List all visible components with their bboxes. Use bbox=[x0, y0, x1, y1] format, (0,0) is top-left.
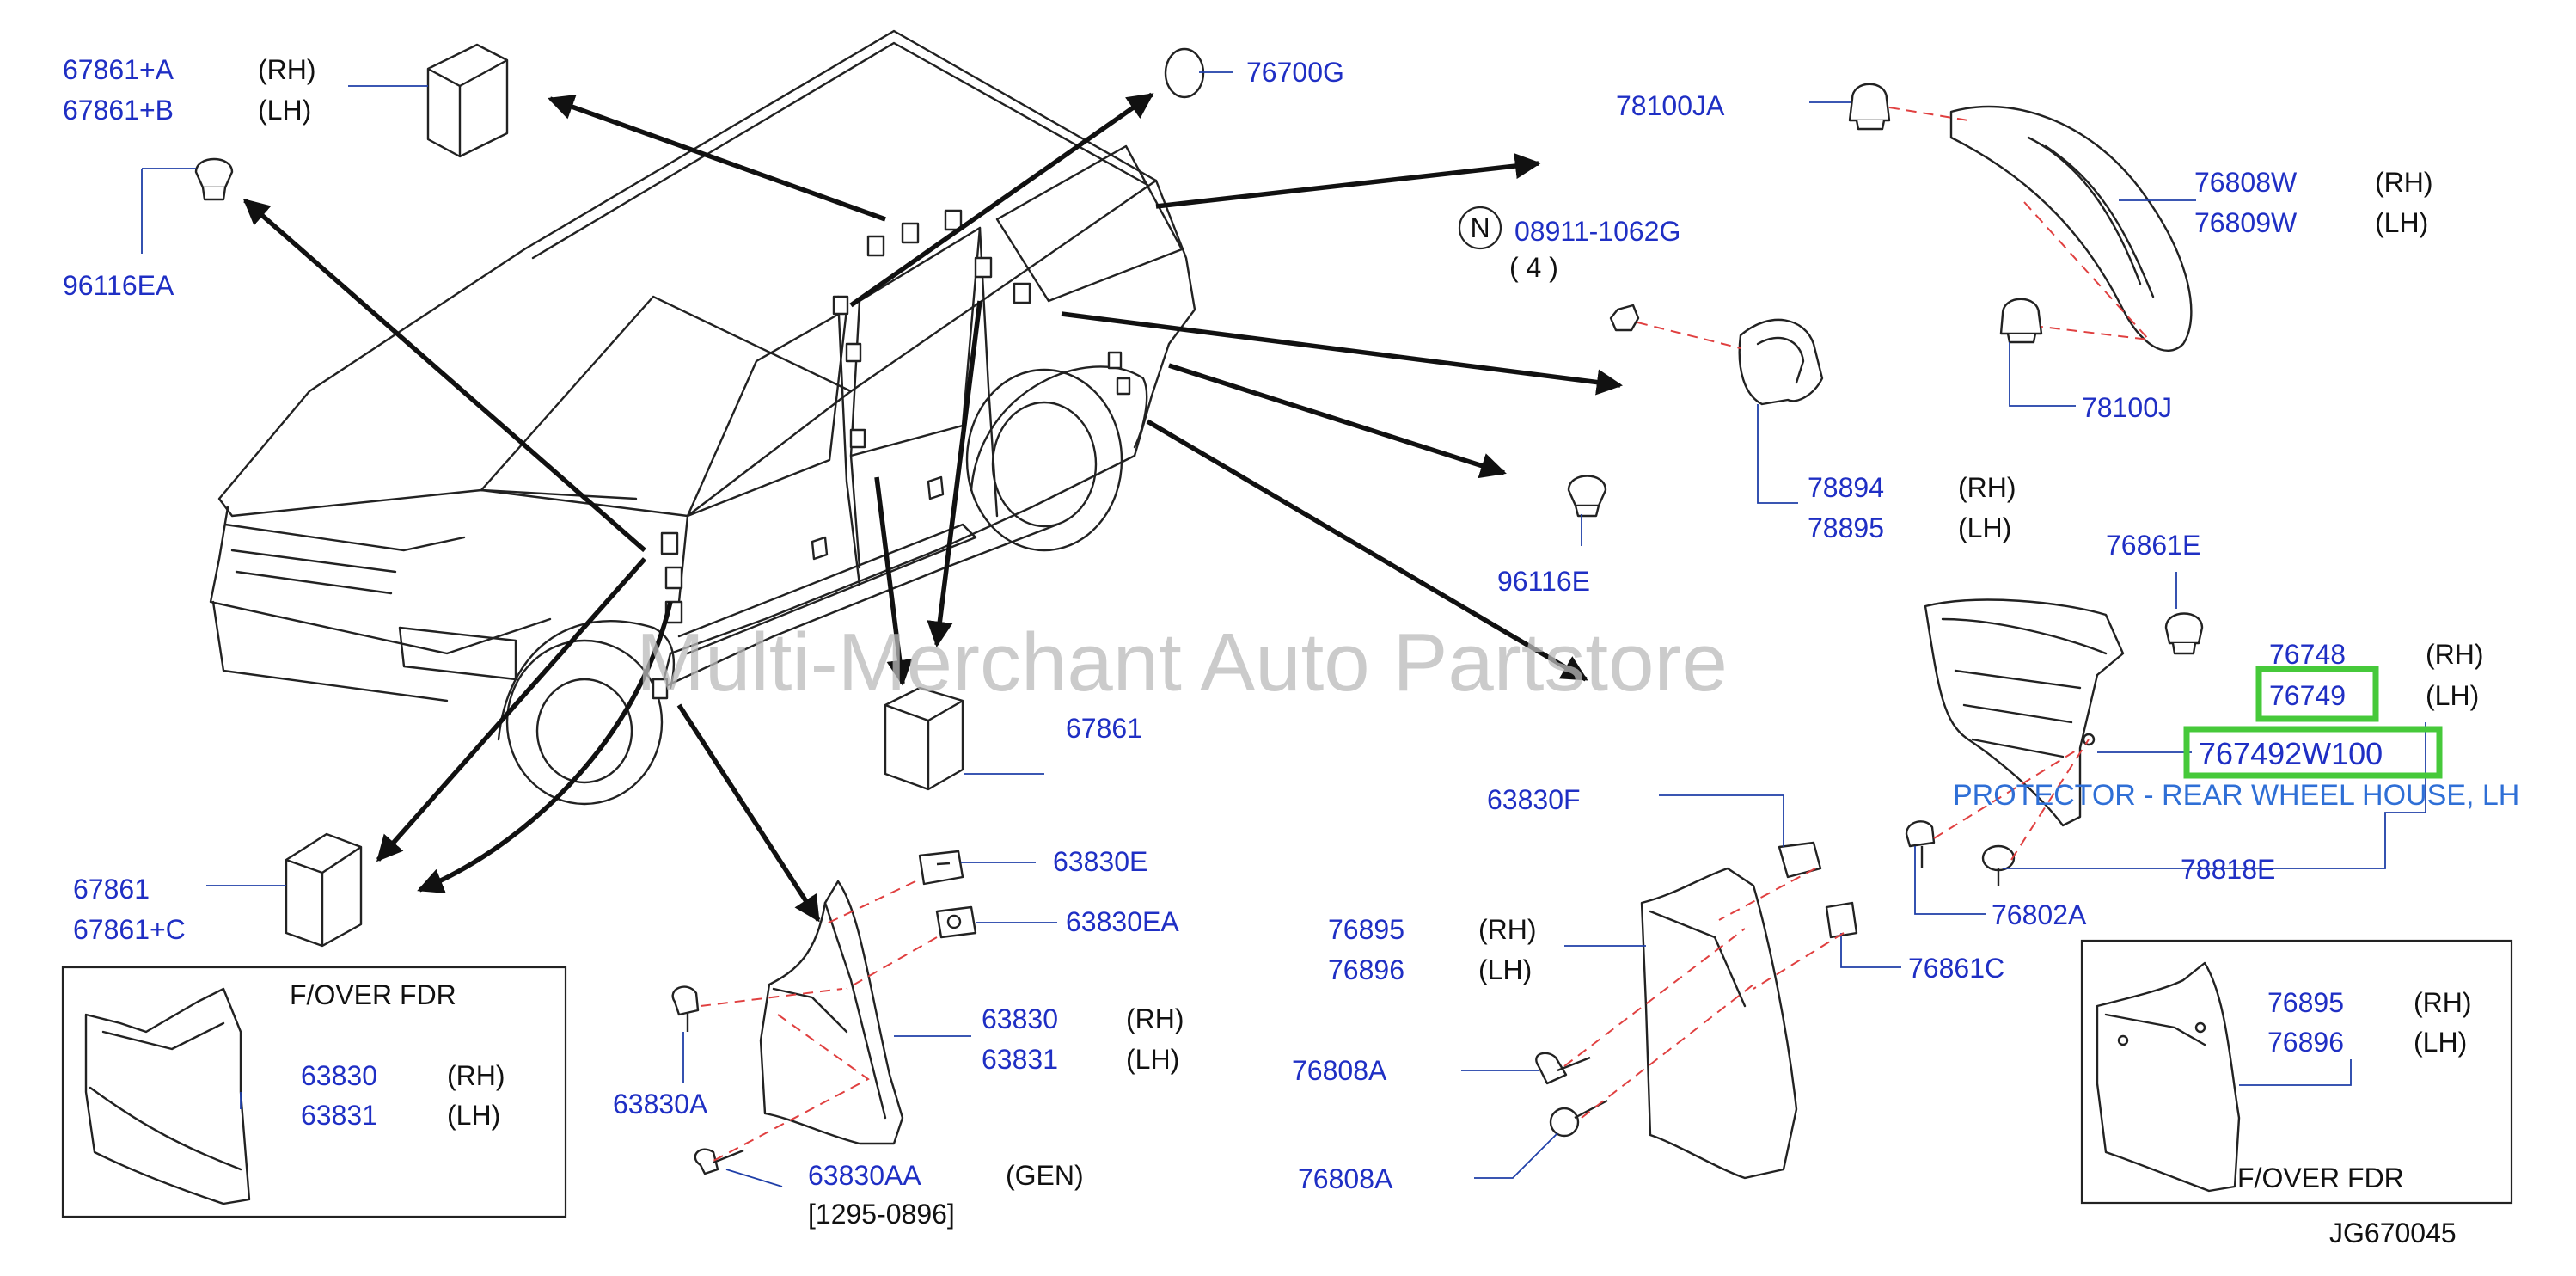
part-label-76808w[interactable]: 76808W bbox=[2194, 167, 2298, 198]
part-label-76802a[interactable]: 76802A bbox=[1992, 899, 2087, 930]
side-label: (RH) bbox=[2375, 167, 2433, 198]
part-label-76896[interactable]: 76896 bbox=[1328, 954, 1404, 985]
part-label-96116e[interactable]: 96116E bbox=[1497, 566, 1590, 597]
part-label-63831[interactable]: 63831 bbox=[982, 1044, 1058, 1075]
leader-lines bbox=[141, 71, 2426, 1187]
part-label-63830aa[interactable]: 63830AA bbox=[808, 1160, 921, 1191]
part-label-67861-lower[interactable]: 67861 bbox=[73, 874, 150, 905]
part-label-67861-center[interactable]: 67861 bbox=[1066, 713, 1142, 744]
part-label-78895[interactable]: 78895 bbox=[1808, 512, 1884, 543]
part-label-76895[interactable]: 76895 bbox=[1328, 914, 1404, 945]
inset-left-part-63831[interactable]: 63831 bbox=[301, 1100, 377, 1131]
side-label: (LH) bbox=[2426, 680, 2479, 711]
nut-symbol: N bbox=[1470, 212, 1490, 243]
part-label-76808a-lower[interactable]: 76808A bbox=[1298, 1163, 1393, 1194]
part-label-76748[interactable]: 76748 bbox=[2269, 639, 2346, 670]
side-label: (RH) bbox=[2426, 639, 2484, 670]
assembly-dashed-lines bbox=[700, 107, 2151, 1162]
inset-right-title: F/OVER FDR bbox=[2237, 1163, 2404, 1193]
inset-right-part-76895[interactable]: 76895 bbox=[2267, 987, 2344, 1018]
part-label-63830a[interactable]: 63830A bbox=[613, 1089, 708, 1120]
side-label: (LH) bbox=[2375, 207, 2428, 238]
side-label: (LH) bbox=[447, 1100, 500, 1131]
side-label: (LH) bbox=[1958, 512, 2011, 543]
inset-left-part-63830[interactable]: 63830 bbox=[301, 1060, 377, 1091]
inset-left-title: F/OVER FDR bbox=[290, 979, 456, 1010]
nut-symbol-circle bbox=[1458, 206, 1502, 250]
part-labels: 67861+A (RH) 67861+B (LH) 96116EA 76700G… bbox=[63, 54, 2519, 1248]
side-label: (RH) bbox=[1126, 1003, 1184, 1034]
part-label-76861c[interactable]: 76861C bbox=[1908, 953, 2004, 984]
part-label-96116ea[interactable]: 96116EA bbox=[63, 270, 174, 301]
part-label-67861-a[interactable]: 67861+A bbox=[63, 54, 174, 85]
highlight-boxes bbox=[2183, 666, 2443, 779]
part-label-63830f[interactable]: 63830F bbox=[1487, 784, 1581, 815]
part-label-767492w100[interactable]: 767492W100 bbox=[2199, 736, 2383, 771]
side-label: (RH) bbox=[1958, 472, 2016, 503]
side-label: (LH) bbox=[1126, 1044, 1179, 1075]
pointer-arrows bbox=[242, 92, 1624, 923]
gen-label: (GEN) bbox=[1006, 1160, 1084, 1191]
part-shapes bbox=[194, 43, 2204, 1180]
inset-box-right bbox=[2080, 939, 2513, 1205]
side-label: (RH) bbox=[258, 54, 316, 85]
part-description: PROTECTOR - REAR WHEEL HOUSE, LH bbox=[1953, 779, 2519, 812]
side-label: (LH) bbox=[2414, 1027, 2467, 1058]
part-label-63830[interactable]: 63830 bbox=[982, 1003, 1058, 1034]
part-label-63830e[interactable]: 63830E bbox=[1053, 846, 1147, 877]
part-label-67861-c[interactable]: 67861+C bbox=[73, 914, 186, 945]
part-label-78818e[interactable]: 78818E bbox=[2181, 854, 2275, 885]
part-label-76749[interactable]: 76749 bbox=[2269, 680, 2346, 711]
highlight-box-767492W100 bbox=[2183, 726, 2443, 779]
quantity-label: ( 4 ) bbox=[1509, 252, 1558, 283]
part-label-76808a-upper[interactable]: 76808A bbox=[1292, 1055, 1387, 1086]
inset-box-left bbox=[61, 966, 567, 1218]
part-label-78100j[interactable]: 78100J bbox=[2082, 392, 2172, 423]
side-label: (RH) bbox=[2414, 987, 2472, 1018]
side-label: (RH) bbox=[447, 1060, 505, 1091]
part-label-63830ea[interactable]: 63830EA bbox=[1066, 906, 1179, 937]
date-range-label: [1295-0896] bbox=[808, 1199, 955, 1230]
part-label-08911-1062g[interactable]: 08911-1062G bbox=[1514, 216, 1680, 247]
part-label-76809w[interactable]: 76809W bbox=[2194, 207, 2298, 238]
part-label-76700g[interactable]: 76700G bbox=[1246, 57, 1344, 88]
highlight-box-76749 bbox=[2255, 666, 2379, 722]
part-label-76861e[interactable]: 76861E bbox=[2106, 530, 2200, 561]
inset-right-part-76896[interactable]: 76896 bbox=[2267, 1027, 2344, 1058]
diagram-code: JG670045 bbox=[2329, 1218, 2457, 1248]
side-label: (LH) bbox=[258, 95, 311, 126]
part-label-78894[interactable]: 78894 bbox=[1808, 472, 1884, 503]
side-label: (LH) bbox=[1478, 954, 1532, 985]
part-label-67861-b[interactable]: 67861+B bbox=[63, 95, 174, 126]
watermark: Multi-Merchant Auto Partstore bbox=[636, 617, 1728, 709]
part-label-78100ja[interactable]: 78100JA bbox=[1616, 90, 1725, 121]
side-label: (RH) bbox=[1478, 914, 1537, 945]
